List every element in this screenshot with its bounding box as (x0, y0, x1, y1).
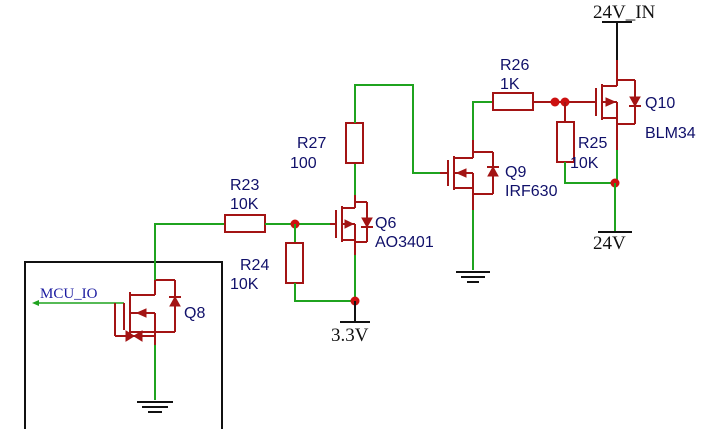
ground-icon-q9 (456, 271, 490, 283)
ref-r27: R27 (297, 135, 326, 152)
r27-resistor (345, 122, 364, 164)
ref-q9: Q9 (505, 164, 526, 181)
q10-mosfet (590, 60, 641, 150)
ref-q8: Q8 (184, 305, 205, 322)
wire-r25-24v (564, 162, 615, 184)
value-r23: 10K (230, 196, 259, 213)
ref-r25: R25 (578, 135, 607, 152)
part-q10: BLM34 (645, 125, 696, 142)
r23-resistor (224, 214, 266, 233)
wire-q8-r23 (154, 223, 225, 280)
value-r24: 10K (230, 276, 259, 293)
net-label-24v-in: 24V_IN (593, 2, 656, 23)
value-r25: 10K (570, 155, 599, 172)
wire-r24-33v (294, 283, 355, 302)
ref-r24: R24 (240, 257, 269, 274)
value-r26: 1K (500, 76, 520, 93)
net-label-33v: 3.3V (331, 325, 369, 346)
mcu-boundary-box (24, 261, 223, 429)
junction-r26-a (550, 97, 560, 107)
q9-mosfet (440, 140, 499, 210)
q6-mosfet (330, 195, 373, 255)
part-q9: IRF630 (505, 183, 558, 200)
q8-mosfet (114, 279, 181, 345)
r26-resistor (492, 92, 534, 111)
ground-icon (137, 401, 173, 413)
ref-r26: R26 (500, 57, 529, 74)
ref-q6: Q6 (375, 215, 396, 232)
wire-q9-r26 (472, 101, 493, 140)
mcu-io-arrow-icon (32, 300, 39, 306)
part-q6: AO3401 (375, 234, 434, 251)
ref-q10: Q10 (645, 95, 675, 112)
wire-r27-q9-gate (354, 84, 440, 174)
r24-resistor (285, 242, 304, 284)
value-r27: 100 (290, 155, 317, 172)
net-label-mcu-io: MCU_IO (40, 286, 98, 302)
ref-r23: R23 (230, 177, 259, 194)
net-label-24v: 24V (593, 233, 626, 254)
